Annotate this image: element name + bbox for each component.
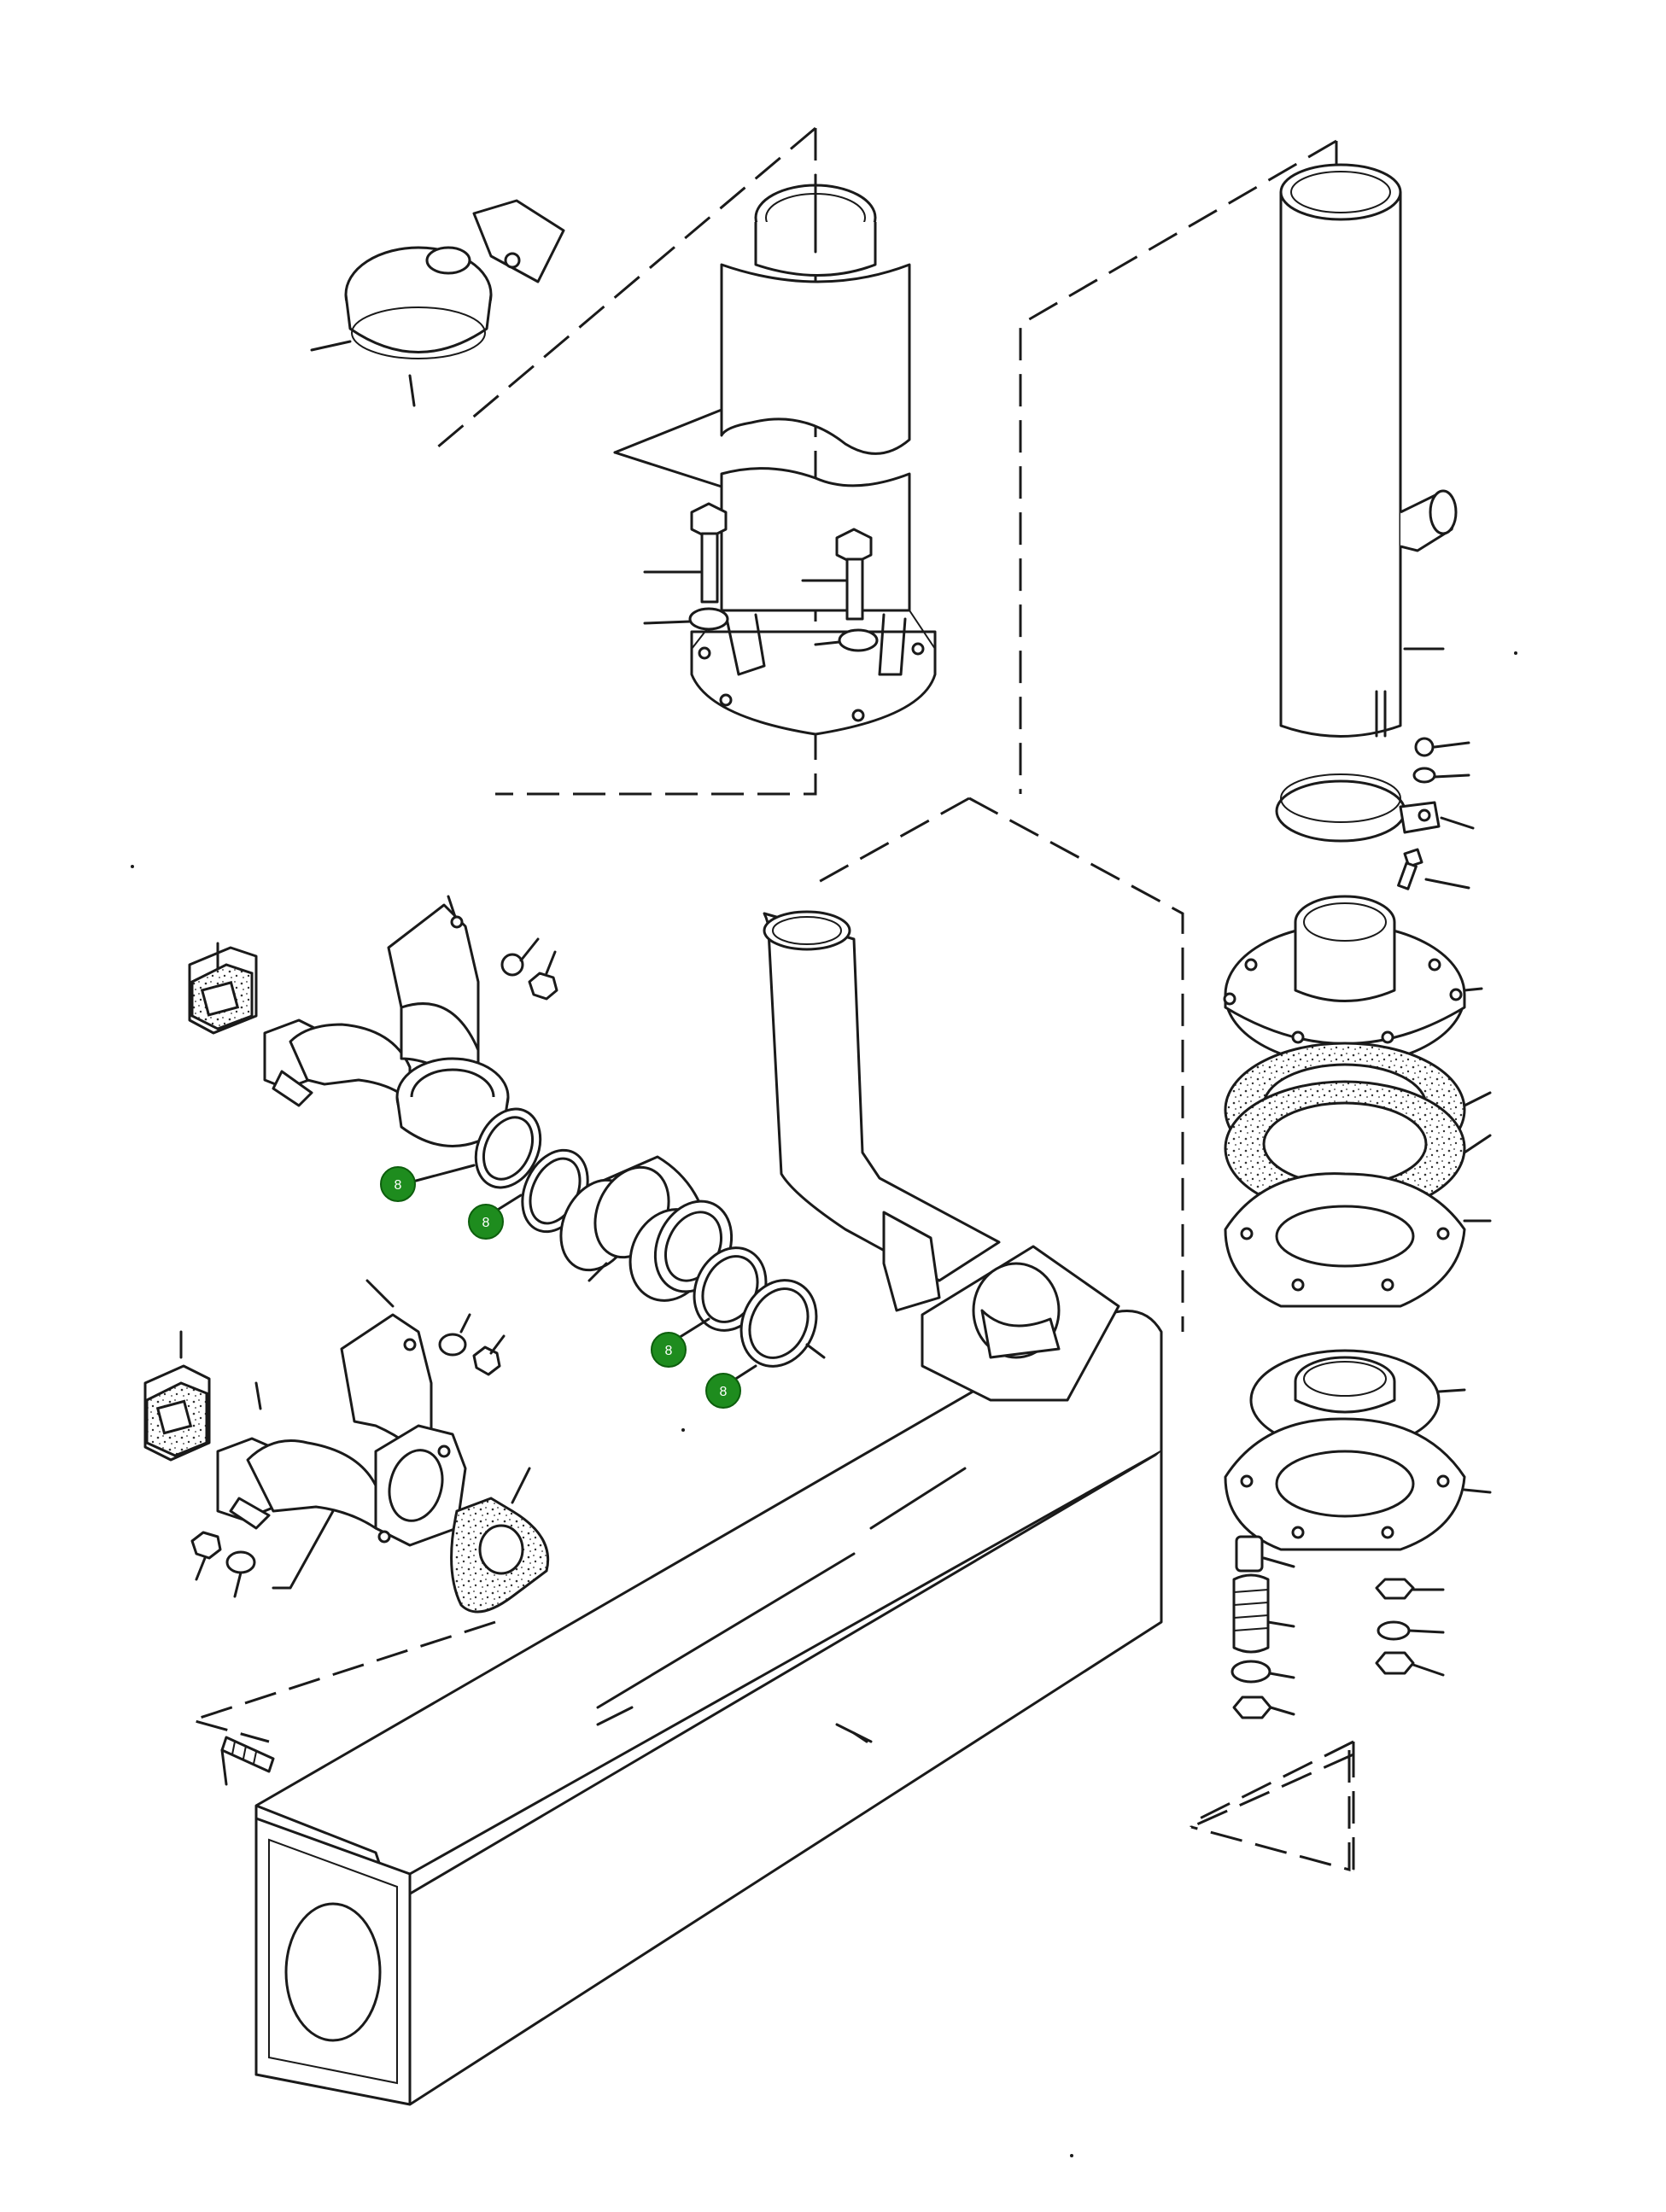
callout-badge[interactable]: 8 [468, 1204, 504, 1240]
rain-cap [310, 199, 565, 407]
manifold-gasket-lower [450, 1467, 550, 1614]
mounting-plate-lower [1224, 1417, 1492, 1551]
callout-badge[interactable]: 8 [651, 1332, 687, 1368]
mounting-plate-upper [1224, 1172, 1492, 1308]
exhaust-manifold-upper [188, 895, 558, 1147]
muffler-shroud-upper [720, 173, 911, 455]
assembly-dashed-lines [187, 126, 1355, 1871]
callout-label: 8 [482, 1216, 490, 1230]
stack-mounting-flange [1223, 895, 1483, 1066]
exhaust-stack-pipe [1279, 163, 1458, 738]
callout-badge[interactable]: 8 [380, 1166, 416, 1202]
seal-rings-and-bellows [474, 1107, 826, 1368]
callout-label: 8 [665, 1344, 673, 1358]
stack-clamp [1275, 737, 1475, 890]
manifold-lower-hardware [190, 1509, 335, 1598]
exhaust-manifold-lower [143, 1279, 506, 1547]
muffler-stud [220, 1731, 868, 1786]
mount-hardware [1231, 1535, 1445, 1719]
shroud-bolts-and-washers [643, 502, 879, 652]
callout-label: 8 [395, 1178, 402, 1193]
muffler-body [254, 1310, 1163, 2106]
muffler-outlet-pipe [763, 910, 1120, 1402]
callout-label: 8 [720, 1385, 728, 1399]
callout-badge[interactable]: 8 [705, 1373, 741, 1409]
